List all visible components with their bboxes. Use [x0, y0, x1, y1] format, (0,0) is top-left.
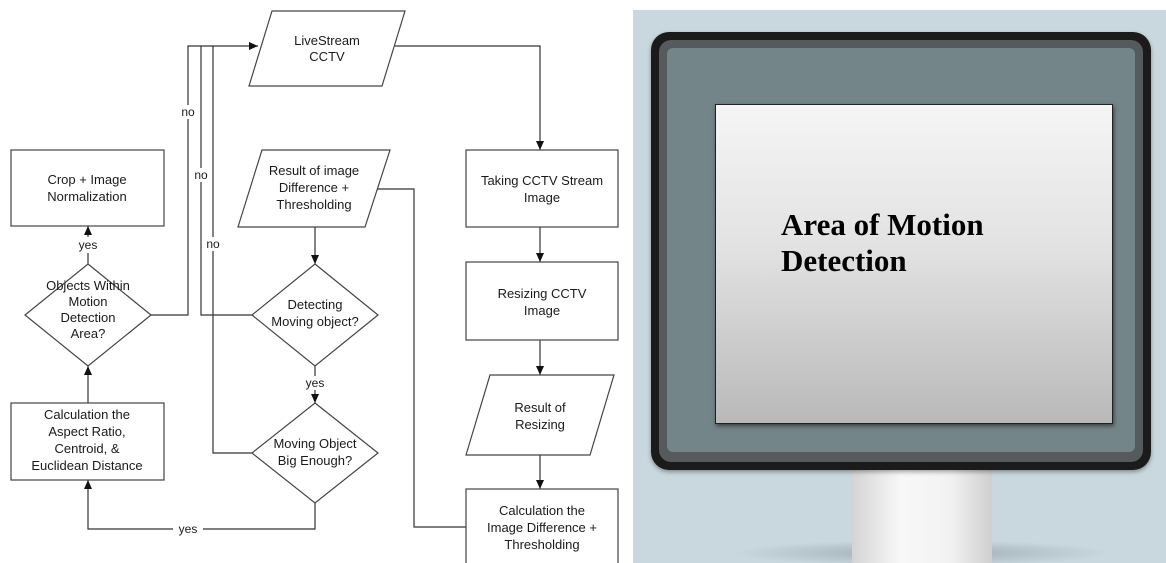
- node-calc-aspect-ratio: Calculation the Aspect Ratio, Centroid, …: [10, 402, 165, 481]
- edge-label-detecting-yes: yes: [306, 376, 325, 390]
- node-moving-big-line-2: Big Enough?: [278, 453, 352, 468]
- monitor-screen: [667, 48, 1135, 452]
- node-calc-aspect-line-1: Calculation the: [44, 407, 130, 422]
- node-detecting-moving-object: Detecting Moving object?: [251, 263, 379, 367]
- node-calc-diff-line-2: Image Difference +: [487, 520, 597, 535]
- node-calc-aspect-line-4: Euclidean Distance: [31, 458, 142, 473]
- node-result-diff-line-3: Thresholding: [276, 197, 351, 212]
- node-result-resizing-line-2: Resizing: [515, 417, 565, 432]
- node-crop-line-1: Crop + Image: [47, 172, 126, 187]
- node-objects-within-line-2: Motion: [68, 294, 107, 309]
- edge-labels: no no no yes yes yes: [79, 105, 325, 536]
- edge-label-objects-within-yes: yes: [79, 238, 98, 252]
- edge-label-moving-big-yes: yes: [179, 522, 198, 536]
- node-result-resizing-line-1: Result of: [514, 400, 566, 415]
- edge-calc-difference-to-result-difference: [365, 185, 466, 528]
- node-objects-within-line-1: Objects Within: [46, 278, 130, 293]
- edge-livestream-to-taking-image: [395, 45, 544, 150]
- edge-objects-within-no: [151, 42, 258, 316]
- node-calc-diff-line-3: Thresholding: [504, 537, 579, 552]
- node-result-diff-line-1: Result of image: [269, 163, 359, 178]
- node-calc-image-difference: Calculation the Image Difference + Thres…: [465, 488, 619, 563]
- node-resizing-line-2: Image: [524, 303, 560, 318]
- node-objects-within-line-4: Area?: [71, 326, 106, 341]
- edge-label-moving-big-no: no: [206, 237, 220, 251]
- node-resizing-line-1: Resizing CCTV: [498, 286, 587, 301]
- node-crop-line-2: Normalization: [47, 189, 126, 204]
- node-livestream-line-2: CCTV: [309, 49, 345, 64]
- flowchart-edges: [84, 42, 544, 530]
- node-result-of-resizing: Result of Resizing: [465, 374, 615, 456]
- edge-moving-big-yes: [203, 503, 316, 530]
- edge-label-objects-within-no: no: [181, 105, 195, 119]
- monitor-stand: [852, 470, 992, 563]
- monitor-bezel: [651, 32, 1151, 470]
- node-moving-big-line-1: Moving Object: [273, 436, 356, 451]
- node-result-image-difference: Result of image Difference + Thresholdin…: [237, 149, 391, 228]
- node-result-diff-line-2: Difference +: [279, 180, 349, 195]
- edge-detecting-no: [200, 46, 252, 316]
- monitor-bezel-inner: [659, 40, 1143, 462]
- node-calc-diff-line-1: Calculation the: [499, 503, 585, 518]
- node-taking-line-1: Taking CCTV Stream: [481, 173, 603, 188]
- motion-detection-area-label: Area of Motion Detection: [781, 207, 984, 278]
- node-moving-object-big-enough: Moving Object Big Enough?: [251, 402, 379, 504]
- node-crop-image-normalization: Crop + Image Normalization: [10, 149, 165, 227]
- monitor-illustration: Area of Motion Detection: [633, 10, 1166, 563]
- edge-moving-big-yes-arrow: [84, 480, 173, 530]
- node-detecting-line-2: Moving object?: [271, 314, 358, 329]
- node-resizing-cctv-image: Resizing CCTV Image: [465, 261, 619, 341]
- edge-label-detecting-no: no: [194, 168, 208, 182]
- edge-moving-big-no: [212, 46, 252, 454]
- node-taking-cctv-stream-image: Taking CCTV Stream Image: [465, 149, 619, 228]
- node-livestream-cctv: LiveStream CCTV: [248, 10, 406, 87]
- node-objects-within-line-3: Detection: [61, 310, 116, 325]
- node-taking-line-2: Image: [524, 190, 560, 205]
- node-calc-aspect-line-2: Aspect Ratio,: [48, 424, 125, 439]
- node-detecting-line-1: Detecting: [288, 297, 343, 312]
- node-objects-within-area: Objects Within Motion Detection Area?: [24, 263, 152, 367]
- motion-detection-area: [715, 104, 1113, 424]
- node-calc-aspect-line-3: Centroid, &: [54, 441, 119, 456]
- motion-detection-flowchart: no no no yes yes yes LiveStream CCTV Tak…: [10, 10, 619, 563]
- node-livestream-line-1: LiveStream: [294, 33, 360, 48]
